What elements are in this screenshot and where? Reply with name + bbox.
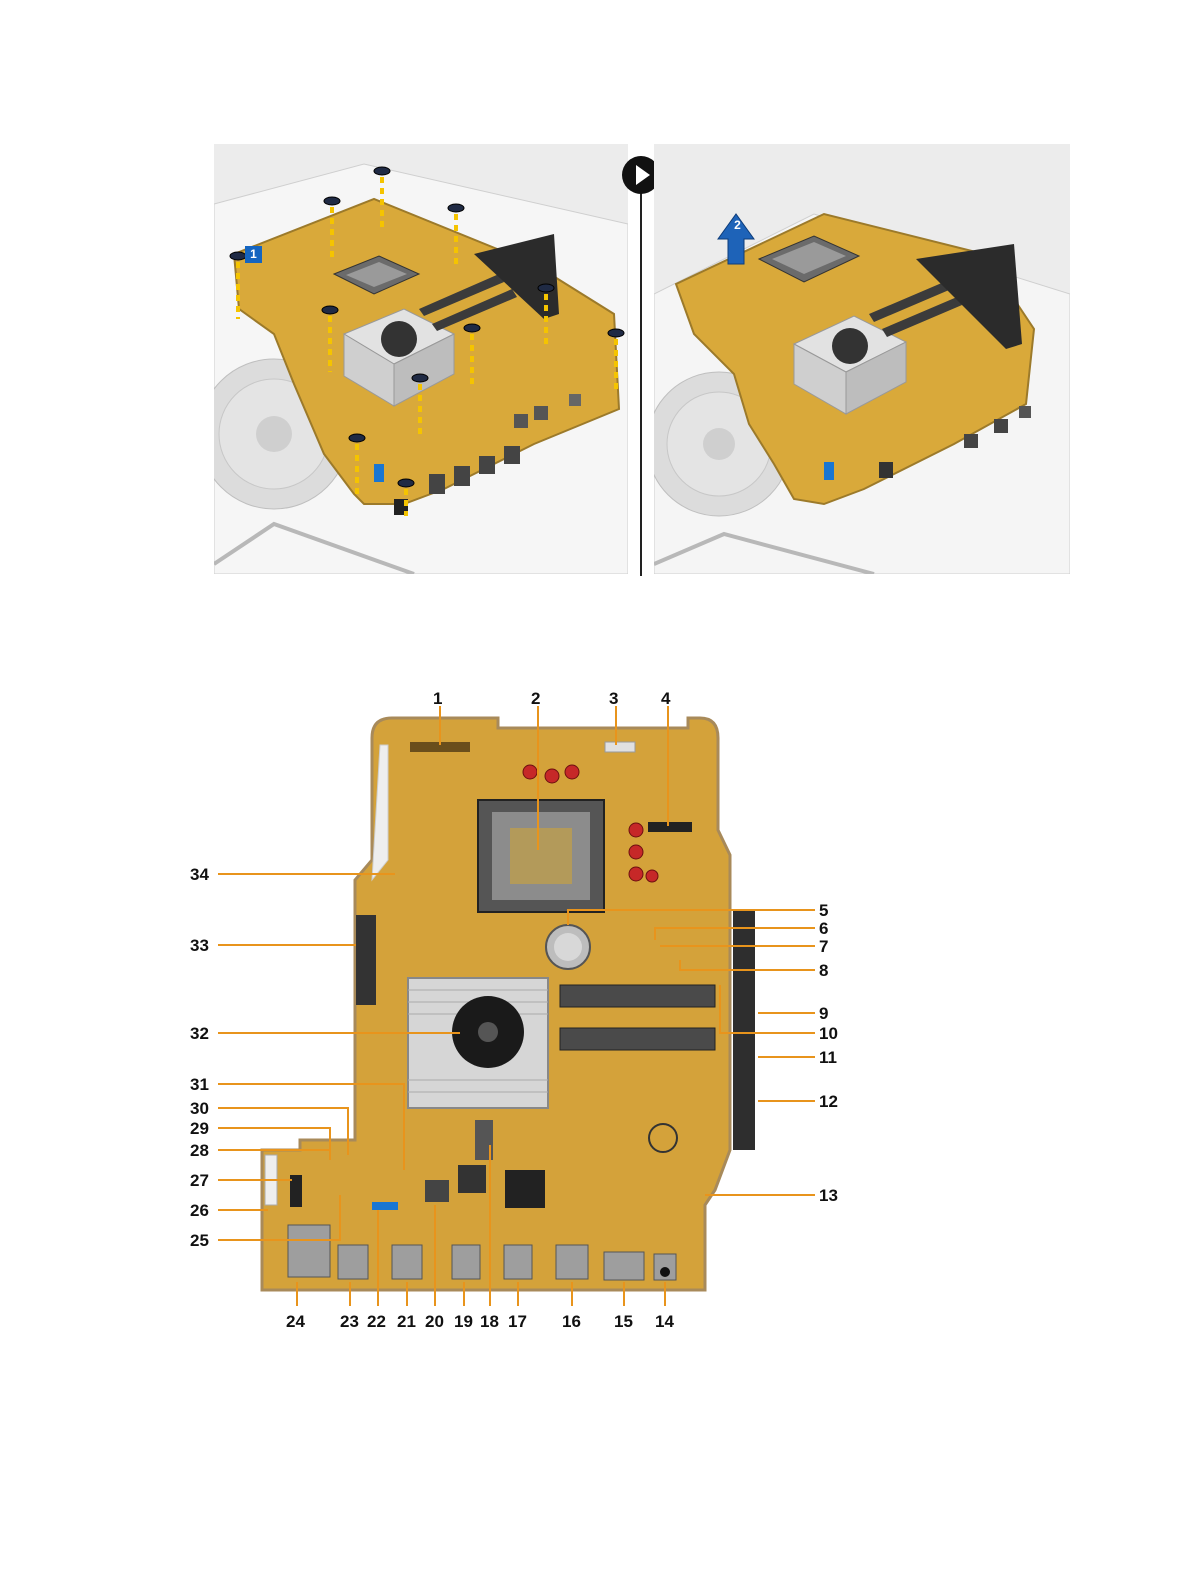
callout-22: 22: [367, 1313, 386, 1330]
callout-3: 3: [609, 690, 618, 707]
callout-28: 28: [190, 1142, 209, 1159]
callout-7: 7: [819, 938, 828, 955]
wireless-card-slot: [648, 822, 692, 832]
callout-1: 1: [433, 690, 442, 707]
callout-6: 6: [819, 920, 828, 937]
callout-13: 13: [819, 1187, 838, 1204]
network-port: [288, 1225, 330, 1277]
callout-2: 2: [531, 690, 540, 707]
callout-32: 32: [190, 1025, 209, 1042]
callout-23: 23: [340, 1313, 359, 1330]
power-connector: [356, 915, 376, 1005]
callout-30: 30: [190, 1100, 209, 1117]
callout-31: 31: [190, 1076, 209, 1093]
callout-4: 4: [661, 690, 670, 707]
callout-14: 14: [655, 1313, 674, 1330]
callout-19: 19: [454, 1313, 473, 1330]
callout-21: 21: [397, 1313, 416, 1330]
callout-12: 12: [819, 1093, 838, 1110]
callout-15: 15: [614, 1313, 633, 1330]
callout-10: 10: [819, 1025, 838, 1042]
callout-5: 5: [819, 902, 828, 919]
callout-16: 16: [562, 1313, 581, 1330]
sata-connector: [372, 1202, 398, 1210]
callout-27: 27: [190, 1172, 209, 1189]
callout-11: 11: [819, 1049, 837, 1066]
callout-34: 34: [190, 866, 209, 883]
callout-33: 33: [190, 937, 209, 954]
memory-slot-a: [560, 985, 715, 1007]
callout-18: 18: [480, 1313, 499, 1330]
callout-9: 9: [819, 1005, 828, 1022]
callout-26: 26: [190, 1202, 209, 1219]
memory-slot-b: [560, 1028, 715, 1050]
callout-29: 29: [190, 1120, 209, 1137]
callout-17: 17: [508, 1313, 527, 1330]
callout-8: 8: [819, 962, 828, 979]
callout-25: 25: [190, 1232, 209, 1249]
callout-24: 24: [286, 1313, 305, 1330]
callout-20: 20: [425, 1313, 444, 1330]
